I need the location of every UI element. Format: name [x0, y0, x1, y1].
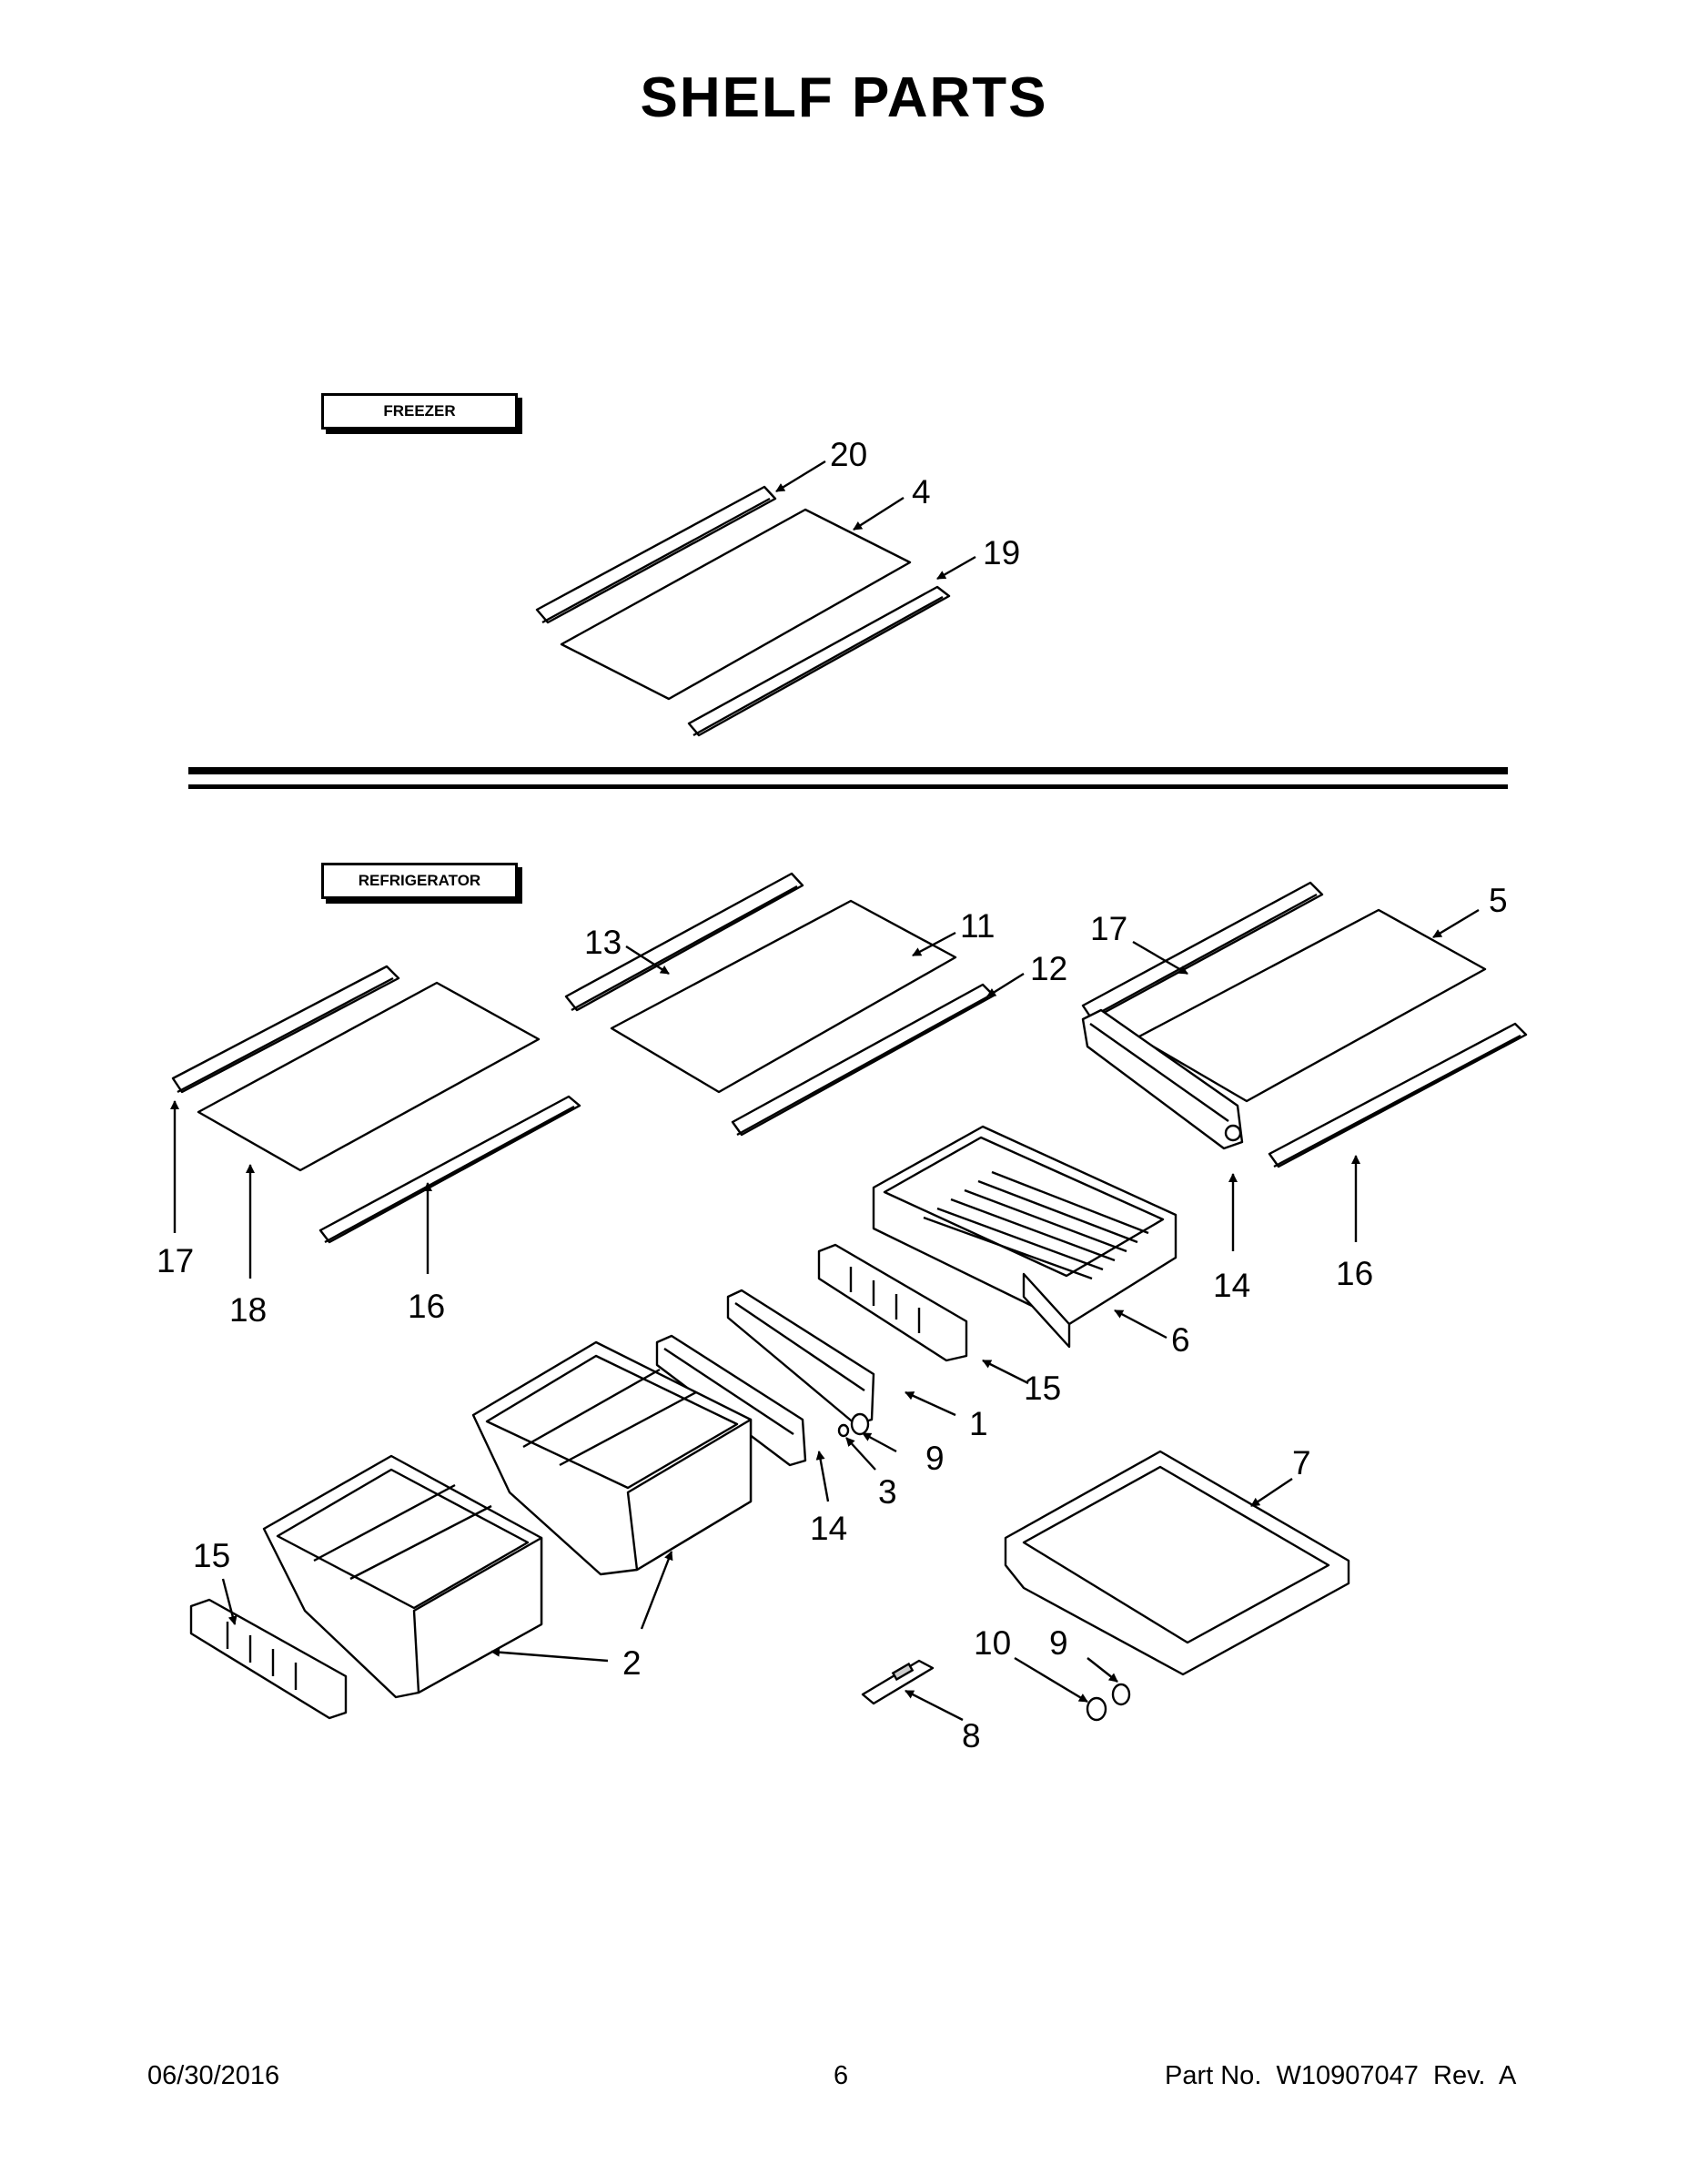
crisper-drawer-lower [262, 1454, 543, 1699]
left-glass-shelf [197, 981, 541, 1172]
callout-15-left: 15 [193, 1537, 230, 1574]
callout-6: 6 [1171, 1321, 1190, 1359]
callout-9-lower: 9 [1049, 1624, 1068, 1662]
crisper-slide-rail-right [655, 1334, 807, 1467]
footer-part-number: Part No. W10907047 Rev. A [1165, 2061, 1517, 2090]
roller-part [837, 1412, 870, 1438]
callout-2: 2 [622, 1644, 642, 1682]
humidity-control-slider [861, 1659, 935, 1705]
screw-and-roller [1086, 1683, 1131, 1722]
crisper-drawer-upper [471, 1340, 753, 1576]
footer-date: 06/30/2016 [147, 2061, 280, 2090]
callout-13: 13 [584, 924, 622, 961]
left-shelf-trim-rear [171, 965, 400, 1094]
refrigerator-section-label: REFRIGERATOR [321, 863, 518, 899]
footer-page-number: 6 [834, 2061, 849, 2090]
callout-18: 18 [229, 1291, 267, 1329]
deli-drawer [872, 1125, 1178, 1349]
freezer-glass-shelf [560, 508, 912, 701]
callout-3: 3 [878, 1473, 897, 1511]
callout-1: 1 [969, 1405, 988, 1442]
callout-11: 11 [960, 907, 995, 945]
callout-4: 4 [912, 473, 931, 511]
callout-9-upper: 9 [925, 1440, 945, 1477]
callout-arrows [170, 460, 1480, 1722]
callout-16-right: 16 [1336, 1255, 1373, 1292]
callout-17-right: 17 [1090, 910, 1127, 947]
crisper-cover [1004, 1450, 1350, 1676]
callout-20: 20 [830, 436, 867, 473]
middle-glass-shelf [610, 899, 957, 1094]
callout-19: 19 [983, 534, 1020, 571]
page-title: SHELF PARTS [640, 66, 1048, 129]
right-slide-rail [1081, 1008, 1244, 1150]
callout-12: 12 [1030, 950, 1067, 987]
right-shelf-trim-front [1268, 1022, 1528, 1168]
callout-15-middle: 15 [1024, 1370, 1061, 1407]
freezer-shelf-trim-front [687, 585, 951, 737]
left-shelf-trim-front [318, 1095, 581, 1244]
callout-8: 8 [962, 1717, 981, 1754]
callout-10: 10 [974, 1624, 1011, 1662]
callout-5: 5 [1489, 882, 1508, 919]
crisper-slide-rail-upper [817, 1243, 968, 1362]
callout-17-left: 17 [157, 1242, 194, 1279]
section-divider-bottom [188, 784, 1508, 789]
callout-14-upper: 14 [1213, 1267, 1250, 1304]
right-glass-shelf [1136, 908, 1487, 1103]
right-shelf-trim-rear [1081, 881, 1324, 1021]
middle-shelf-trim-rear [564, 872, 804, 1012]
freezer-shelf-trim-rear [535, 485, 777, 624]
callout-14-lower: 14 [810, 1510, 847, 1547]
callout-7: 7 [1292, 1444, 1311, 1481]
callout-16-left: 16 [408, 1288, 445, 1325]
crisper-slide-rail-lower [189, 1598, 348, 1720]
crisper-slide-rail-left [726, 1289, 875, 1426]
freezer-section-label: FREEZER [321, 393, 518, 430]
section-divider-top [188, 767, 1508, 774]
